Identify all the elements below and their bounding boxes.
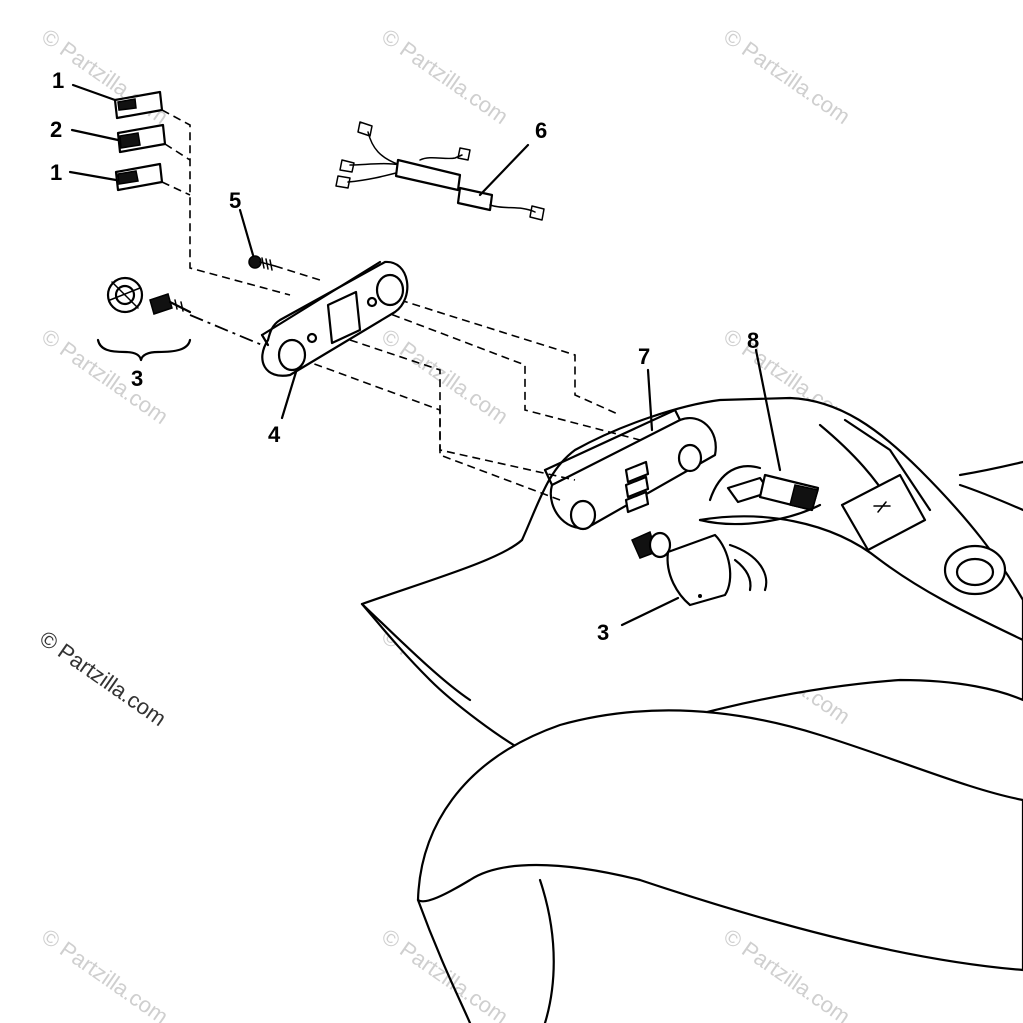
callout-3-right: 3 — [597, 620, 609, 645]
switch-1-top — [113, 90, 164, 120]
watermark-main: © Partzilla.com — [35, 626, 171, 732]
switch-1-bottom — [114, 162, 164, 192]
callout-3-left: 3 — [131, 366, 143, 391]
alignment-lines — [161, 109, 641, 501]
callout-2: 2 — [50, 117, 62, 142]
watermark-faint: © Partzilla.com — [719, 924, 855, 1023]
callout-1-bottom: 1 — [50, 160, 62, 185]
callout-1-top: 1 — [52, 68, 64, 93]
switch-2 — [116, 123, 167, 154]
screw-5 — [248, 255, 276, 271]
ignition-switch-3 — [631, 530, 768, 607]
watermark-faint: © Partzilla.com — [377, 324, 513, 430]
wire-harness-6 — [335, 121, 545, 221]
watermark-faint: © Partzilla.com — [719, 24, 855, 130]
callout-6: 6 — [535, 118, 547, 143]
callout-8: 8 — [747, 328, 759, 353]
leader-lines — [68, 83, 782, 627]
watermark-faint: © Partzilla.com — [37, 924, 173, 1023]
mounting-plate-4 — [260, 260, 409, 377]
mounted-panel-7 — [543, 408, 717, 531]
watermark-faint: © Partzilla.com — [377, 24, 513, 130]
callout-4: 4 — [268, 422, 281, 447]
callout-7: 7 — [638, 344, 650, 369]
connector-8 — [698, 465, 822, 526]
callout-5: 5 — [229, 188, 241, 213]
watermark-faint: © Partzilla.com — [37, 324, 173, 430]
key-lock-3 — [96, 276, 192, 362]
watermark-faint: © Partzilla.com — [377, 924, 513, 1023]
callout-labels: 1 2 1 5 6 3 4 7 8 3 — [50, 68, 759, 645]
fender-body — [360, 396, 1023, 1023]
